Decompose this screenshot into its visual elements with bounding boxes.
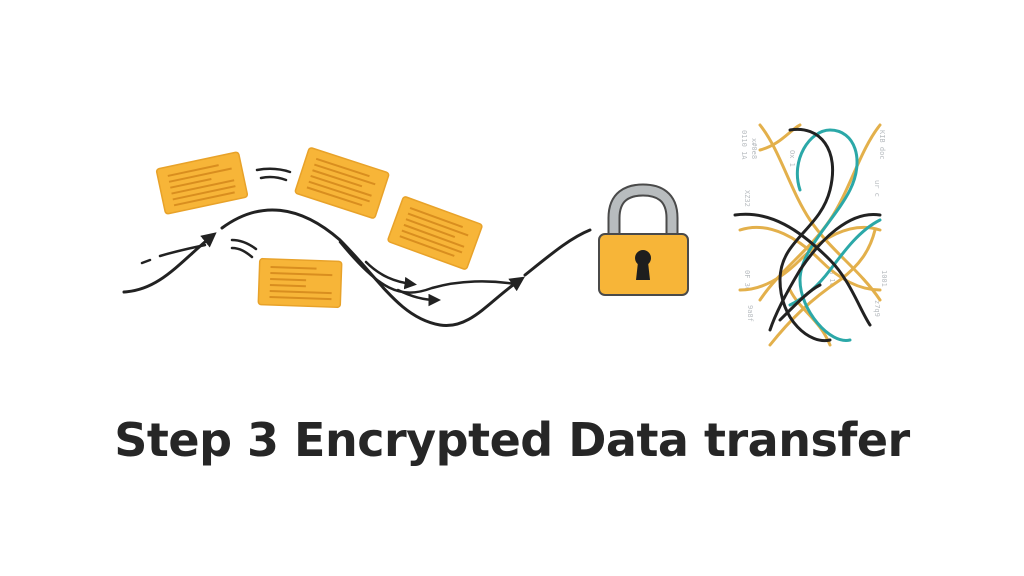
small-arrow-2	[396, 288, 441, 307]
svg-text:ur c: ur c	[873, 180, 881, 197]
main-flow-arrow	[122, 232, 217, 294]
speed-lines-1b	[259, 175, 288, 182]
svg-text:KIB doc: KIB doc	[878, 130, 886, 160]
to-lock-arrow	[523, 228, 592, 277]
svg-text:0110 1A: 0110 1A	[740, 130, 748, 160]
svg-text:1001: 1001	[880, 270, 888, 287]
speed-lines-2b	[230, 246, 254, 259]
wave-flow-arrow	[220, 208, 525, 328]
document-card-2	[294, 147, 390, 219]
entry-dashed-arrow	[140, 243, 207, 265]
lower-flow-curve	[338, 240, 517, 294]
flow-arrows	[122, 167, 592, 328]
svg-text:z7q9: z7q9	[873, 300, 881, 317]
svg-text:0F 3C: 0F 3C	[743, 270, 751, 291]
svg-text:x#0e8: x#0e8	[750, 138, 758, 159]
encrypted-data-knot-icon: 0110 1A x#0e8 XZ32 0F 3C 9a8f KIB doc ur…	[733, 123, 888, 347]
speed-lines-1a	[255, 167, 292, 174]
speed-lines-2a	[230, 238, 258, 251]
document-card-3	[387, 196, 483, 270]
svg-text:9a8f: 9a8f	[746, 305, 754, 322]
svg-text:XZ32: XZ32	[743, 190, 751, 207]
small-arrow-1	[364, 260, 417, 290]
svg-text:a 1c: a 1c	[828, 270, 836, 287]
document-card-1	[155, 151, 249, 215]
keyhole-icon	[635, 250, 651, 280]
padlock-icon	[598, 183, 689, 296]
svg-text:Ox 1: Ox 1	[788, 150, 796, 167]
step-caption: Step 3 Encrypted Data transfer	[114, 413, 910, 467]
document-card-4	[257, 257, 343, 309]
